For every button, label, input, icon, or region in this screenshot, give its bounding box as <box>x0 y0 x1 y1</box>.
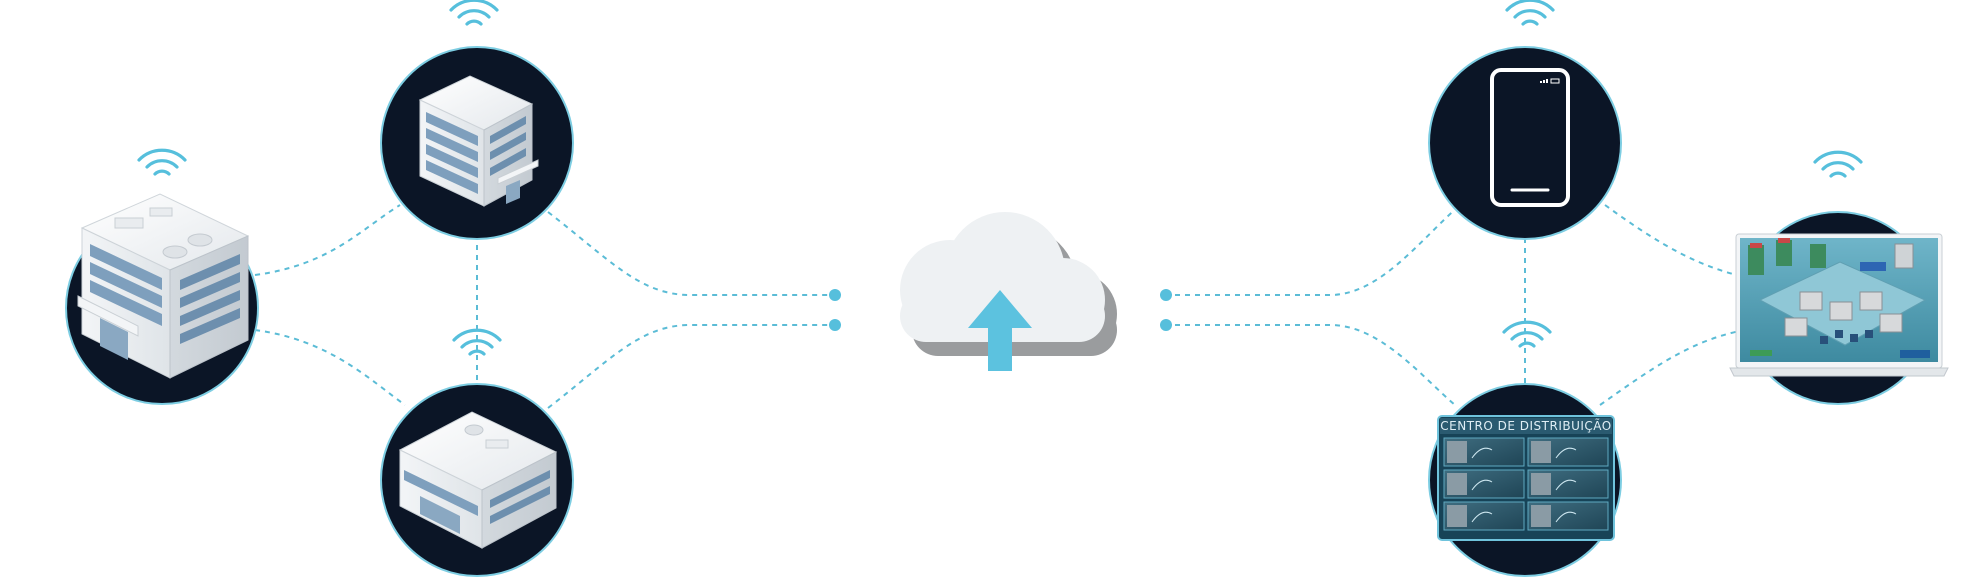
wifi-icon <box>1507 0 1553 24</box>
building-node-large <box>66 150 258 404</box>
cloud-upload-icon <box>900 212 1117 371</box>
laptop-icon <box>1730 234 1948 376</box>
right-connector-dot-bottom <box>1160 319 1172 331</box>
building-node-top <box>381 0 573 239</box>
wifi-icon <box>454 330 500 354</box>
wifi-icon <box>1815 152 1861 176</box>
dashboard-screen: CENTRO DE DISTRIBUIÇÃO <box>1438 416 1614 540</box>
left-connector-dot-bottom <box>829 319 841 331</box>
wifi-icon <box>1504 322 1550 346</box>
dashboard-title: CENTRO DE DISTRIBUIÇÃO <box>1440 418 1611 433</box>
smartphone-node <box>1429 0 1621 239</box>
laptop-node <box>1730 152 1948 404</box>
wifi-icon <box>139 150 185 174</box>
wifi-icon <box>451 0 497 24</box>
left-connector-dot-top <box>829 289 841 301</box>
right-connector-dot-top <box>1160 289 1172 301</box>
